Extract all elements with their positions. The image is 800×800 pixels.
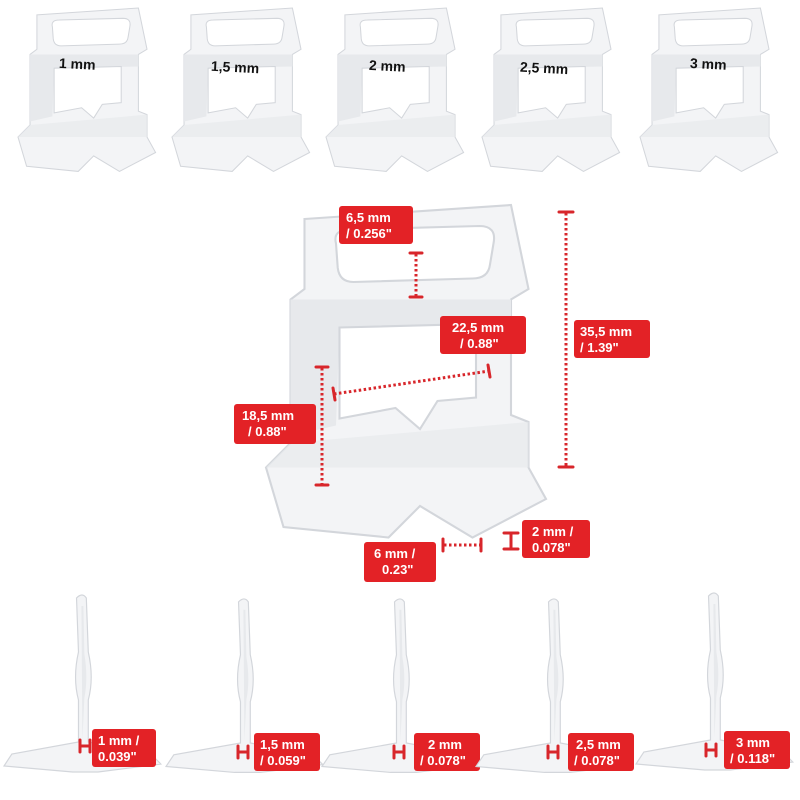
side-label-4-line2: / 0.078" bbox=[574, 753, 620, 768]
total-height-line1: 35,5 mm bbox=[580, 324, 632, 339]
size-label-4: 2,5 mm bbox=[520, 59, 569, 78]
inner-height-line1: 18,5 mm bbox=[242, 408, 294, 423]
dim-inner-width: 22,5 mm / 0.88" bbox=[331, 316, 526, 402]
inner-width-line1: 22,5 mm bbox=[452, 320, 504, 335]
size-label-2: 1,5 mm bbox=[211, 58, 260, 77]
size-label-1: 1 mm bbox=[59, 55, 96, 73]
side-clip-5: 3 mm / 0.118" bbox=[635, 592, 794, 771]
top-clip-5: 3 mm bbox=[639, 7, 779, 172]
dim-inner-height: 18,5 mm / 0.88" bbox=[234, 365, 330, 487]
dim-hole-height: 6,5 mm / 0.256" bbox=[339, 206, 424, 299]
top-clip-3: 2 mm bbox=[325, 7, 465, 172]
side-clip-4: 2,5 mm / 0.078" bbox=[475, 598, 634, 773]
side-label-5-line1: 3 mm bbox=[736, 735, 770, 750]
hole-height-line1: 6,5 mm bbox=[346, 210, 391, 225]
hole-height-line2: / 0.256" bbox=[346, 226, 392, 241]
top-clip-1: 1 mm bbox=[17, 7, 157, 172]
inner-height-line2: / 0.88" bbox=[248, 424, 287, 439]
side-label-1-line2: 0.039" bbox=[98, 749, 137, 764]
side-label-2-line2: / 0.059" bbox=[260, 753, 306, 768]
dim-thickness: 2 mm / 0.078" bbox=[502, 520, 590, 558]
side-clip-1: 1 mm / 0.039" bbox=[3, 594, 162, 773]
dim-base-length: 6 mm / 0.23" bbox=[364, 537, 483, 582]
side-label-1-line1: 1 mm / bbox=[98, 733, 140, 748]
side-label-3-line1: 2 mm bbox=[428, 737, 462, 752]
side-label-4-line1: 2,5 mm bbox=[576, 737, 621, 752]
side-clip-3: 2 mm / 0.078" bbox=[321, 598, 480, 773]
thickness-line2: 0.078" bbox=[532, 540, 571, 555]
size-label-5: 3 mm bbox=[690, 55, 727, 73]
side-label-2-line1: 1,5 mm bbox=[260, 737, 305, 752]
top-clip-2: 1,5 mm bbox=[171, 7, 311, 172]
size-label-3: 2 mm bbox=[369, 57, 406, 75]
thickness-line1: 2 mm / bbox=[532, 524, 574, 539]
base-length-line2: 0.23" bbox=[382, 562, 413, 577]
top-clip-4: 2,5 mm bbox=[481, 7, 621, 172]
dim-total-height: 35,5 mm / 1.39" bbox=[557, 210, 650, 469]
base-length-line1: 6 mm / bbox=[374, 546, 416, 561]
total-height-line2: / 1.39" bbox=[580, 340, 619, 355]
inner-width-line2: / 0.88" bbox=[460, 336, 499, 351]
side-label-3-line2: / 0.078" bbox=[420, 753, 466, 768]
side-label-5-line2: / 0.118" bbox=[730, 751, 775, 766]
side-clip-2: 1,5 mm / 0.059" bbox=[165, 598, 324, 773]
main-clip bbox=[264, 203, 548, 539]
